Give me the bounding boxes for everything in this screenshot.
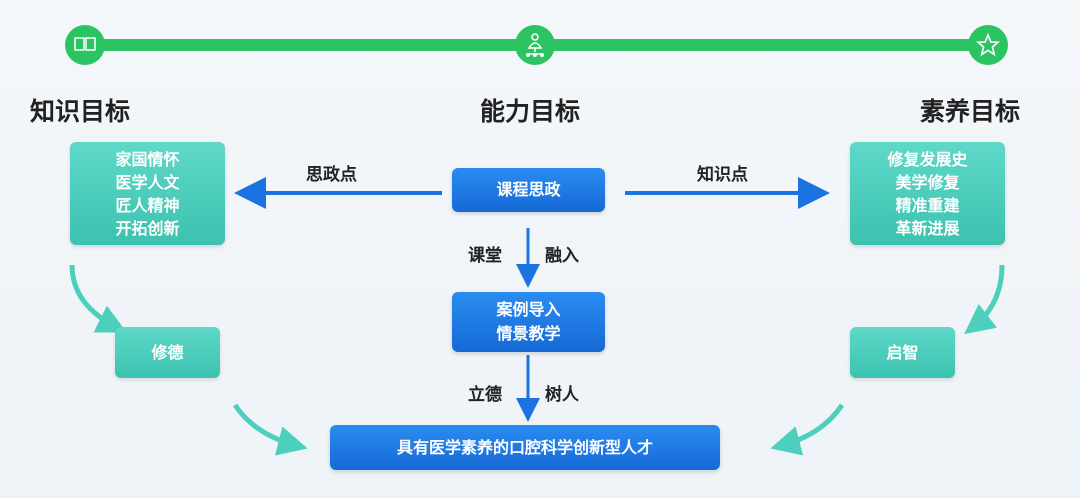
box-line: 案例导入 [496,300,561,319]
outcome-left: 修德 [115,327,220,378]
curve-arrow [964,264,1005,335]
v1-right-label: 融入 [545,246,579,266]
list-item: 修复发展史 [887,149,968,169]
knowledge-goal-title: 知识目标 [30,97,131,126]
right-knowledge-box: 修复发展史 美学修复 精准重建 革新进展 [850,142,1005,245]
right-arrow-label: 知识点 [697,165,748,185]
left-values-box: 家国情怀 医学人文 匠人精神 开拓创新 [70,142,225,245]
box-line: 情景教学 [496,324,561,343]
list-item: 精准重建 [895,195,960,215]
curve-arrow [232,403,308,456]
literacy-goal-title: 素养目标 [920,97,1021,126]
list-item: 美学修复 [895,172,960,192]
list-item: 匠人精神 [115,195,180,215]
outcome-right: 启智 [850,327,955,378]
left-arrow-label: 思政点 [306,165,357,185]
list-item: 医学人文 [115,172,180,192]
v1-left-label: 课堂 [468,246,502,266]
list-item: 革新进展 [895,218,960,238]
list-item: 家国情怀 [115,149,180,169]
star-icon [968,25,1008,65]
teaching-method-box: 案例导入 情景教学 [452,292,605,352]
list-item: 开拓创新 [115,218,180,238]
network-person-icon [515,25,555,65]
talent-goal-box: 具有医学素养的口腔科学创新型人才 [330,425,720,470]
curve-arrow [69,264,127,333]
v2-right-label: 树人 [545,385,579,405]
course-ideology-box: 课程思政 [452,168,605,212]
ability-goal-title: 能力目标 [480,97,581,126]
v2-left-label: 立德 [468,385,502,405]
book-icon [65,25,105,65]
curve-arrow [770,403,845,456]
